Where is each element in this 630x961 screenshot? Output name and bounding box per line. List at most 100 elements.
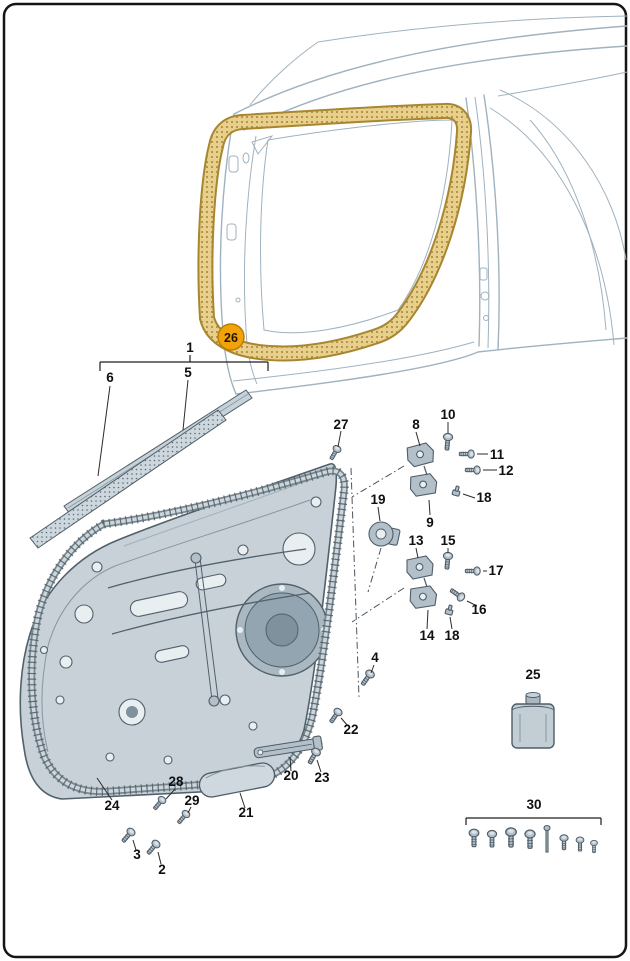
leader-29	[187, 806, 192, 814]
callout-4: 4	[371, 650, 379, 665]
bolt-17-icon	[464, 566, 481, 576]
callout-26: 26	[224, 331, 238, 345]
panel-hole	[237, 544, 249, 556]
leader-13	[415, 547, 419, 559]
callouts: 1 2 3 4 5 6 8 9 10 11 12 13 14 15 16 17 …	[104, 340, 541, 877]
callout-18a: 18	[476, 490, 492, 505]
leader-28	[165, 788, 176, 800]
panel-hole	[282, 532, 316, 566]
seal-26-outline	[205, 111, 464, 354]
leader-lines	[96, 379, 497, 865]
panel-slot	[129, 591, 189, 617]
panel-hole	[105, 752, 115, 762]
callout-19: 19	[370, 492, 385, 507]
panel-hole	[59, 655, 73, 669]
leader-16	[466, 600, 478, 607]
assembly-bracket-1	[99, 355, 269, 371]
callout-6: 6	[106, 370, 114, 385]
seal-26-texture	[205, 111, 464, 354]
leader-2	[157, 851, 162, 865]
leader-19	[377, 506, 381, 522]
callout-5: 5	[184, 365, 192, 380]
callout-13: 13	[408, 533, 424, 548]
callout-26-highlight: 26	[217, 323, 245, 351]
panel-hole	[219, 694, 231, 706]
leader-14	[426, 609, 429, 630]
alignment-lines	[350, 465, 405, 699]
bolt-4-icon	[358, 667, 377, 688]
screw-3-icon	[119, 826, 138, 845]
window-trim-strips	[29, 389, 253, 549]
fastener-kit-30	[465, 817, 602, 854]
clip-18b-icon	[444, 603, 455, 616]
panel-hole	[74, 604, 94, 624]
callout-21: 21	[238, 805, 254, 820]
hinge-pin	[423, 465, 428, 476]
kit-screw-icon	[486, 829, 498, 848]
door-aperture-seal-26	[205, 111, 464, 354]
leader-3	[132, 839, 137, 851]
panel-hole	[55, 695, 65, 705]
callout-16: 16	[471, 602, 487, 617]
clip-28-icon	[150, 794, 168, 813]
leader-20	[289, 756, 292, 772]
canister-25-icon	[511, 692, 555, 749]
hinge-lower-top-icon	[406, 555, 434, 580]
leader-21	[239, 792, 246, 809]
kit-rivet-icon	[575, 836, 585, 852]
screw-27-icon	[327, 443, 343, 462]
leader-18a	[462, 493, 476, 499]
check-cover-21-icon	[198, 762, 276, 798]
callout-20: 20	[283, 768, 298, 783]
callout-14: 14	[419, 628, 435, 643]
kit-rivet-icon	[590, 839, 598, 854]
panel-slot	[154, 645, 190, 663]
leader-8	[415, 431, 421, 447]
bolt-10-icon	[441, 432, 454, 451]
leader-22	[340, 717, 349, 727]
clip-18a-icon	[451, 484, 462, 497]
door-check-19-icon	[368, 521, 401, 547]
door-inner-panel	[19, 463, 338, 800]
seal-26-body	[205, 111, 464, 354]
leader-18b	[449, 616, 453, 630]
bolt-12-icon	[464, 465, 481, 475]
callout-3: 3	[133, 847, 141, 862]
callout-25: 25	[525, 667, 541, 682]
callout-22: 22	[343, 722, 358, 737]
car-body-outline	[219, 15, 628, 395]
callout-12: 12	[498, 463, 513, 478]
screw-2-icon	[144, 838, 163, 857]
panel-hole	[91, 561, 103, 573]
kit-screw-icon	[505, 827, 517, 848]
highlight-circle	[217, 323, 245, 351]
panel-hole	[310, 496, 322, 508]
callout-27: 27	[333, 417, 348, 432]
callout-15: 15	[440, 533, 456, 548]
callout-1: 1	[186, 340, 194, 355]
trim-strip-6-texture	[30, 410, 226, 548]
callout-17: 17	[488, 563, 503, 578]
speaker-opening	[235, 583, 329, 677]
callout-28: 28	[168, 774, 184, 789]
window-regulator	[107, 548, 311, 707]
leader-5	[182, 379, 189, 431]
leader-24	[96, 777, 113, 801]
panel-hole	[248, 721, 258, 731]
kit-screw-icon	[559, 834, 569, 851]
panel-stamping-line	[41, 499, 311, 753]
callout-2: 2	[158, 862, 166, 877]
panel-hole	[39, 645, 49, 655]
leader-9	[428, 499, 431, 516]
callout-9: 9	[426, 515, 434, 530]
callout-23: 23	[314, 770, 330, 785]
hinge-lower-bottom-icon	[409, 584, 438, 610]
leader-27	[337, 430, 342, 448]
hinge-upper-bottom-icon	[409, 472, 438, 498]
kit-bolt-icon	[524, 829, 536, 849]
panel-outline	[19, 463, 338, 800]
panel-hole	[163, 755, 173, 765]
leader-23	[316, 759, 322, 773]
callout-18b: 18	[444, 628, 460, 643]
